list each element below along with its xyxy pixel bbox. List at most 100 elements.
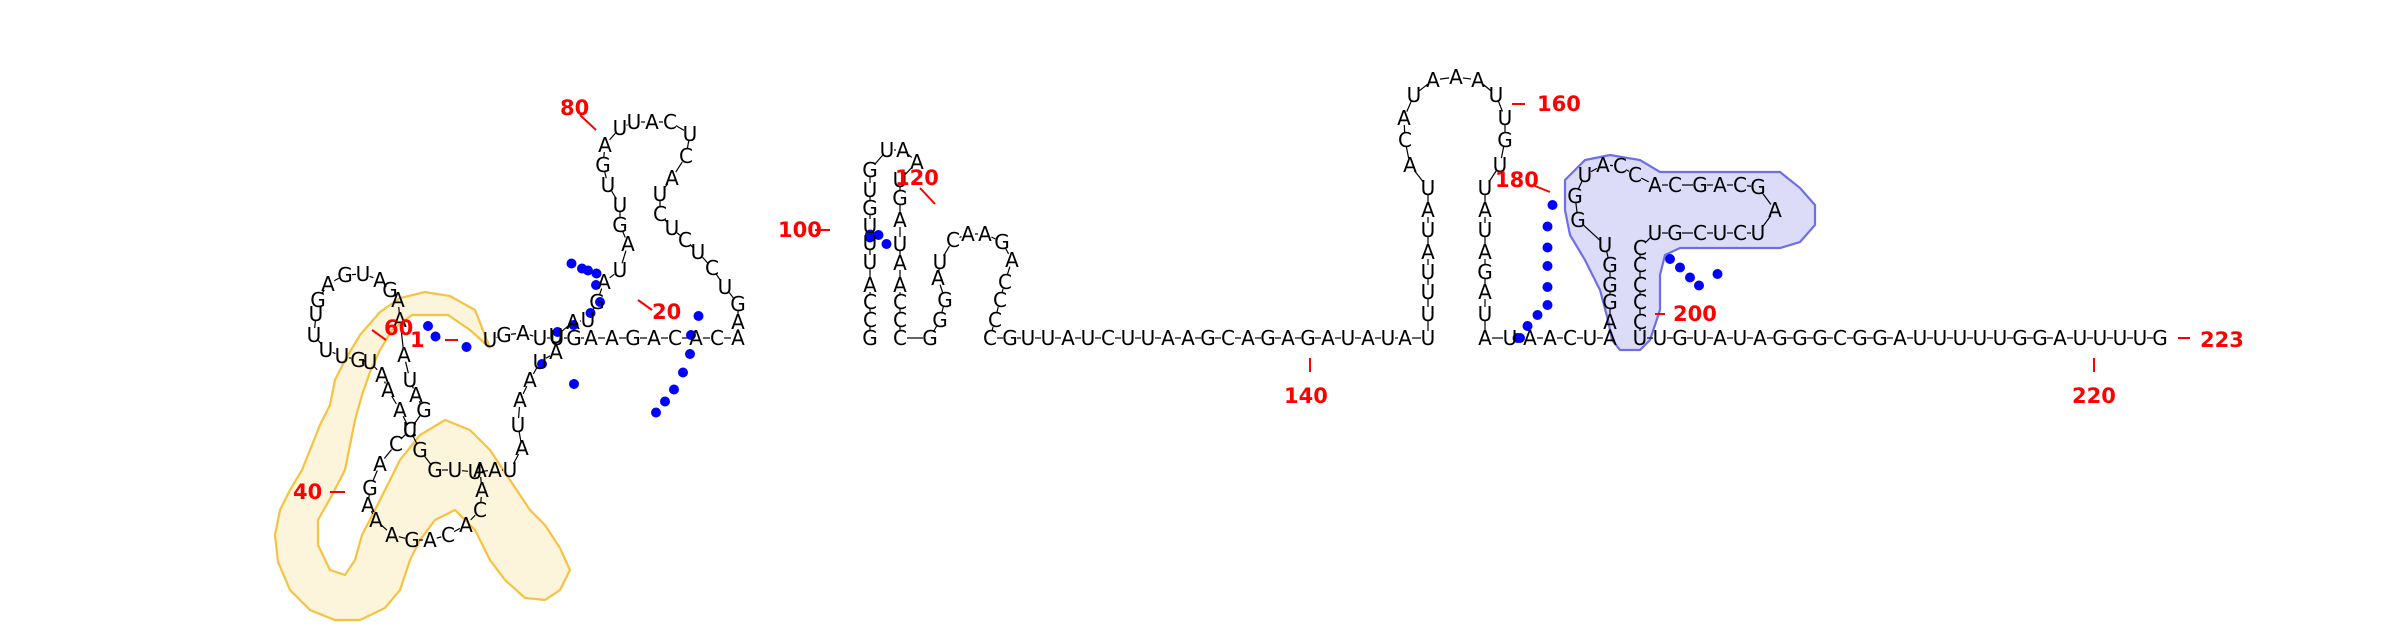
nucleotide-192: A: [1648, 173, 1662, 197]
position-label-60: 60: [384, 316, 413, 340]
base-pair-dot-21: [694, 311, 704, 321]
nucleotide-224: U: [1913, 326, 1928, 350]
position-label-200: 200: [1673, 302, 1717, 326]
nucleotide-195: A: [1713, 173, 1727, 197]
position-label-80: 80: [560, 96, 589, 120]
nucleotide-128: U: [1021, 326, 1036, 350]
position-tick-7: [920, 188, 935, 204]
nucleotide-112: C: [893, 326, 907, 350]
nucleotide-163: U: [1489, 83, 1504, 107]
base-pair-dot-42: [1665, 254, 1675, 264]
nucleotide-212: G: [1672, 326, 1688, 350]
nucleotide-126: C: [983, 326, 997, 350]
base-pair-dot-32: [1543, 282, 1553, 292]
nucleotide-191: C: [1628, 163, 1642, 187]
nucleotide-117: U: [933, 250, 948, 274]
nucleotide-27: C: [663, 110, 677, 134]
nucleotide-226: U: [1953, 326, 1968, 350]
nucleotide-60: G: [350, 348, 366, 372]
backbone-link-161: [1463, 78, 1471, 79]
nucleotide-18: C: [705, 256, 719, 280]
nucleotide-201: U: [1713, 221, 1728, 245]
nucleotide-189: A: [1596, 153, 1610, 177]
nucleotide-167: U: [1478, 176, 1493, 200]
nucleotide-43: A: [549, 340, 563, 364]
nucleotide-225: U: [1933, 326, 1948, 350]
base-pair-dot-13: [583, 266, 593, 276]
nucleotide-219: G: [1812, 326, 1828, 350]
nucleotide-185: U: [1598, 233, 1613, 257]
nucleotide-106: A: [893, 208, 907, 232]
nucleotide-232: U: [2073, 326, 2088, 350]
nucleotide-50: A: [488, 458, 502, 482]
position-label-20: 20: [652, 300, 681, 324]
nucleotide-90: A: [473, 458, 487, 482]
nucleotide-199: U: [1751, 221, 1766, 245]
nucleotide-197: G: [1750, 175, 1766, 199]
nucleotide-179: U: [1583, 326, 1598, 350]
nucleotide-68: U: [356, 262, 371, 286]
nucleotide-30: U: [613, 116, 628, 140]
position-label-100: 100: [778, 218, 822, 242]
nucleotide-178: C: [1563, 326, 1577, 350]
nucleotide-186: G: [1570, 208, 1586, 232]
nucleotide-82: A: [369, 508, 383, 532]
nucleotide-229: G: [2012, 326, 2028, 350]
nucleotide-87: A: [459, 513, 473, 537]
nucleotide-137: G: [1200, 326, 1216, 350]
nucleotide-13: C: [710, 326, 724, 350]
nucleotide-223: A: [1893, 326, 1907, 350]
nucleotide-66: A: [321, 272, 335, 296]
base-pair-dot-41: [1675, 263, 1685, 273]
nucleotide-157: C: [1398, 128, 1412, 152]
nucleotide-100: G: [862, 158, 878, 182]
nucleotide-194: G: [1692, 173, 1708, 197]
nucleotide-11: C: [668, 326, 682, 350]
nucleotide-175: U: [1503, 326, 1518, 350]
base-pair-dot-39: [1694, 281, 1704, 291]
nucleotide-162: A: [1471, 68, 1485, 92]
nucleotide-222: G: [1872, 326, 1888, 350]
nucleotide-129: U: [1041, 326, 1056, 350]
nucleotide-86: C: [441, 523, 455, 547]
nucleotide-135: A: [1161, 326, 1175, 350]
nucleotide-217: G: [1772, 326, 1788, 350]
base-pair-dot-34: [1533, 310, 1543, 320]
position-label-180: 180: [1495, 168, 1539, 192]
nucleotide-147: A: [1398, 326, 1412, 350]
base-pair-dot-40: [1685, 273, 1695, 283]
nucleotide-139: A: [1241, 326, 1255, 350]
nucleotide-200: C: [1733, 221, 1747, 245]
nucleotide-133: U: [1121, 326, 1136, 350]
nucleotide-210: U: [1633, 326, 1648, 350]
nucleotide-196: C: [1733, 173, 1747, 197]
nucleotide-161: A: [1449, 65, 1463, 89]
nucleotide-122: A: [1005, 248, 1019, 272]
nucleotide-216: A: [1753, 326, 1767, 350]
position-label-40: 40: [293, 480, 322, 504]
nucleotide-2: G: [496, 323, 512, 347]
nucleotide-119: A: [961, 222, 975, 246]
nucleotide-155: U: [1421, 176, 1436, 200]
base-pair-dot-15: [651, 408, 661, 418]
nucleotide-17: U: [718, 275, 733, 299]
nucleotide-164: U: [1498, 106, 1513, 130]
nucleotide-20: C: [678, 228, 692, 252]
nucleotide-118: C: [946, 228, 960, 252]
nucleotide-25: C: [679, 144, 693, 168]
nucleotide-211: U: [1653, 326, 1668, 350]
nucleotide-61: U: [335, 344, 350, 368]
nucleotide-85: A: [423, 528, 437, 552]
nucleotide-187: G: [1567, 184, 1583, 208]
nucleotide-221: G: [1852, 326, 1868, 350]
nucleotide-36: A: [621, 232, 635, 256]
nucleotide-16: G: [730, 292, 746, 316]
nucleotide-174: A: [1478, 326, 1492, 350]
nucleotide-159: U: [1407, 83, 1422, 107]
base-pair-dot-5: [569, 379, 579, 389]
nucleotide-220: C: [1833, 326, 1847, 350]
position-tick-2: [638, 300, 652, 310]
